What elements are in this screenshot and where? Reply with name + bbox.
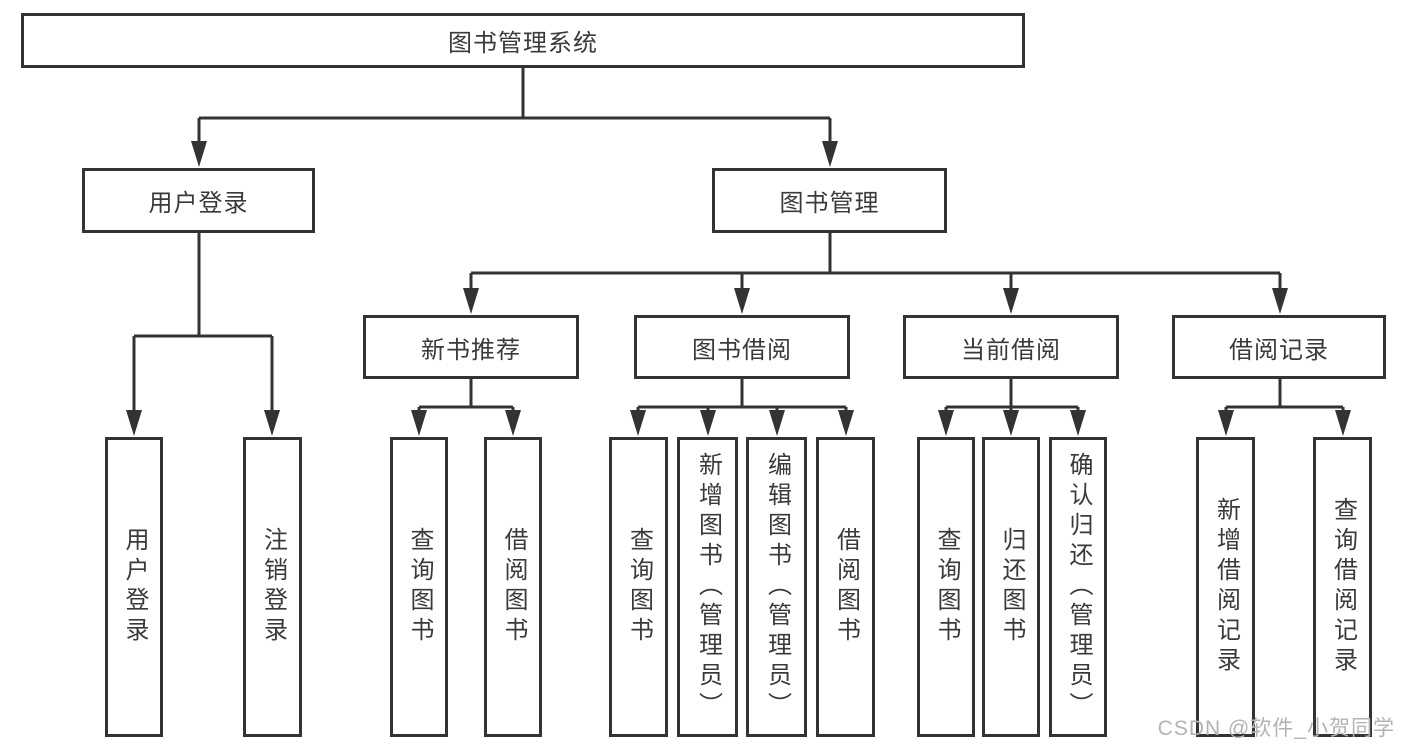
leaf-user-login-label: 用户登录 (121, 527, 148, 647)
leaf-add-books-admin: 新增图书（管理员） (677, 437, 738, 737)
leaf-borrow-books-borrowing-label: 借阅图书 (832, 527, 860, 647)
leaf-borrow-books-recommend-label: 借阅图书 (500, 527, 527, 647)
leaf-borrow-books-recommend: 借阅图书 (484, 437, 542, 737)
node-root: 图书管理系统 (21, 13, 1025, 68)
node-current-borrowing: 当前借阅 (903, 315, 1119, 379)
leaf-add-borrow-record: 新增借阅记录 (1196, 437, 1255, 737)
leaf-logout: 注销登录 (243, 437, 302, 737)
node-book-borrowing: 图书借阅 (634, 315, 850, 379)
leaf-query-books-recommend: 查询图书 (390, 437, 448, 737)
leaf-query-books-current: 查询图书 (917, 437, 975, 737)
leaf-confirm-return-admin: 确认归还（管理员） (1049, 437, 1107, 737)
leaf-borrow-books-borrowing: 借阅图书 (816, 437, 875, 737)
connector-book-management-to-level3 (463, 233, 1288, 314)
node-new-book-recommend-label: 新书推荐 (421, 336, 521, 364)
leaf-edit-books-admin-label: 编辑图书（管理员） (763, 452, 791, 722)
leaf-add-borrow-record-label: 新增借阅记录 (1212, 497, 1240, 677)
connector-current-borrowing-to-leaves (938, 379, 1086, 436)
node-borrowing-records-label: 借阅记录 (1229, 336, 1329, 364)
connector-user-login-to-leaves (126, 233, 280, 436)
leaf-query-books-recommend-label: 查询图书 (406, 527, 433, 647)
leaf-confirm-return-admin-label: 确认归还（管理员） (1065, 452, 1092, 722)
node-book-management: 图书管理 (712, 168, 947, 233)
leaf-query-books-current-label: 查询图书 (933, 527, 960, 647)
connector-root-to-level2 (191, 68, 838, 167)
node-book-management-label: 图书管理 (779, 190, 880, 217)
node-book-borrowing-label: 图书借阅 (692, 336, 792, 364)
leaf-logout-label: 注销登录 (259, 527, 287, 647)
connector-new-book-recommend-to-leaves (411, 379, 521, 436)
node-new-book-recommend: 新书推荐 (363, 315, 579, 379)
node-current-borrowing-label: 当前借阅 (961, 336, 1061, 364)
node-user-login: 用户登录 (82, 168, 315, 233)
node-user-login-label: 用户登录 (148, 190, 249, 217)
leaf-return-books-label: 归还图书 (998, 527, 1025, 647)
watermark: CSDN @软件_小贺同学 (1157, 717, 1395, 740)
node-borrowing-records: 借阅记录 (1172, 315, 1386, 379)
leaf-query-books-borrowing-label: 查询图书 (625, 527, 653, 647)
node-root-label: 图书管理系统 (448, 30, 598, 57)
leaf-query-borrow-record: 查询借阅记录 (1313, 437, 1372, 737)
connector-borrowing-records-to-leaves (1218, 379, 1351, 436)
leaf-query-books-borrowing: 查询图书 (609, 437, 668, 737)
leaf-query-borrow-record-label: 查询借阅记录 (1329, 497, 1357, 677)
leaf-user-login: 用户登录 (105, 437, 163, 737)
connector-book-borrowing-to-leaves (630, 379, 854, 436)
leaf-add-books-admin-label: 新增图书（管理员） (694, 452, 722, 722)
leaf-edit-books-admin: 编辑图书（管理员） (746, 437, 807, 737)
leaf-return-books: 归还图书 (982, 437, 1040, 737)
